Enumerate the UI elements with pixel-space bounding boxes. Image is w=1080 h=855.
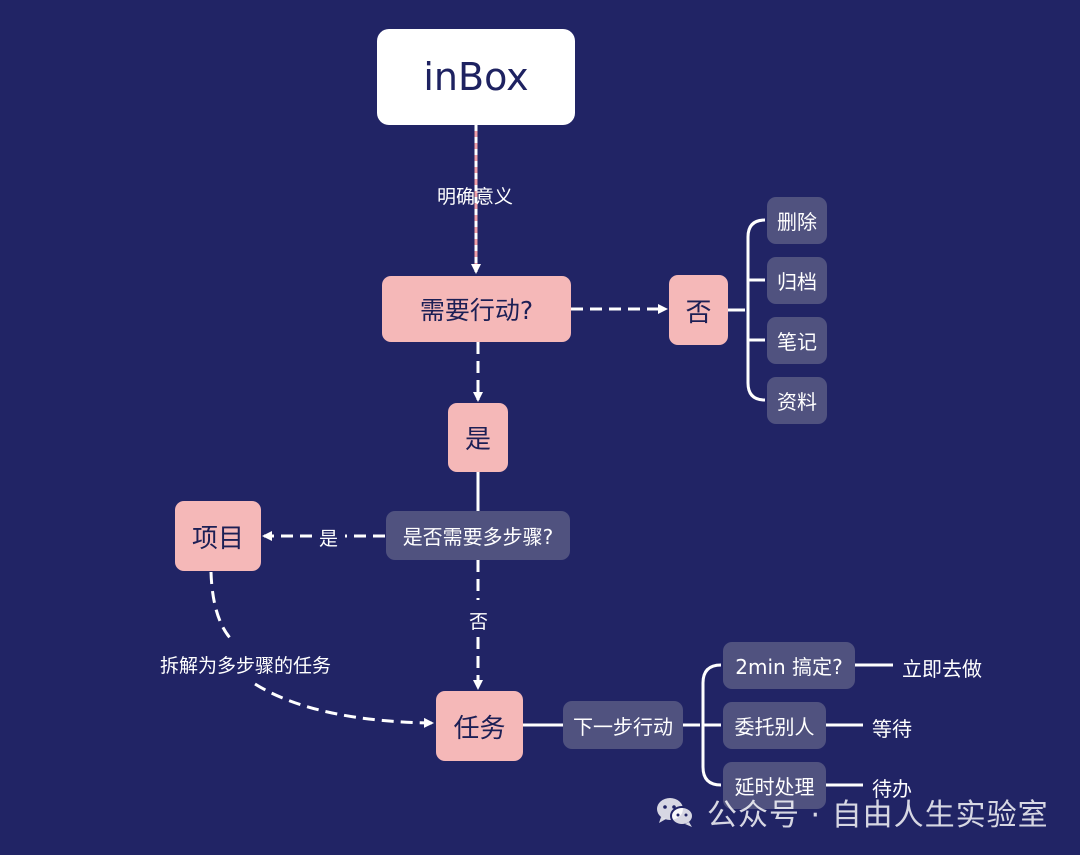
inbox-label: inBox: [423, 55, 529, 99]
inbox-node: inBox: [377, 29, 575, 125]
need-action-node: 需要行动?: [382, 276, 571, 342]
defer-node: 延时处理: [723, 762, 826, 809]
no-branch-bracket: [728, 218, 766, 402]
archive-node: 归档: [767, 257, 827, 304]
yes-edge-label: 是: [319, 528, 339, 550]
delegate-label: 委托别人: [734, 715, 815, 739]
project-label: 项目: [191, 523, 244, 554]
project-node: 项目: [175, 501, 261, 571]
two-minute-node: 2min 搞定?: [723, 642, 855, 689]
defer-label: 延时处理: [734, 775, 815, 799]
materials-node: 资料: [767, 377, 827, 424]
archive-label: 归档: [777, 270, 817, 294]
notes-node: 笔记: [767, 317, 827, 364]
watermark-text: 公众号 · 自由人生实验室: [707, 798, 1049, 833]
wait-label: 等待: [872, 717, 912, 741]
next-action-label: 下一步行动: [573, 714, 673, 739]
next-action-node: 下一步行动: [563, 701, 683, 749]
need-action-label: 需要行动?: [419, 296, 534, 325]
materials-label: 资料: [777, 390, 817, 414]
project-to-task-curve: [209, 571, 234, 642]
multi-step-question-node: 是否需要多步骤?: [386, 511, 570, 560]
delegate-node: 委托别人: [723, 702, 826, 749]
todo-label: 待办: [872, 777, 912, 801]
do-now-label: 立即去做: [902, 657, 982, 681]
delete-node: 删除: [767, 197, 827, 244]
clarify-label: 明确意义: [437, 186, 514, 208]
no-node: 否: [669, 275, 728, 345]
watermark: 公众号 · 自由人生实验室: [655, 790, 1049, 834]
next-action-bracket: [683, 663, 722, 787]
delete-label: 删除: [777, 210, 817, 234]
break-down-label: 拆解为多步骤的任务: [160, 655, 332, 677]
no-label: 否: [685, 297, 712, 328]
task-label: 任务: [453, 713, 506, 744]
two-minute-label: 2min 搞定?: [735, 655, 843, 679]
task-node: 任务: [436, 691, 523, 761]
yes-label: 是: [464, 425, 491, 455]
wechat-icon: [657, 798, 694, 827]
no-edge-label: 否: [469, 611, 489, 633]
notes-label: 笔记: [777, 330, 817, 354]
yes-node: 是: [448, 403, 508, 472]
multi-step-question-label: 是否需要多步骤?: [402, 525, 554, 549]
